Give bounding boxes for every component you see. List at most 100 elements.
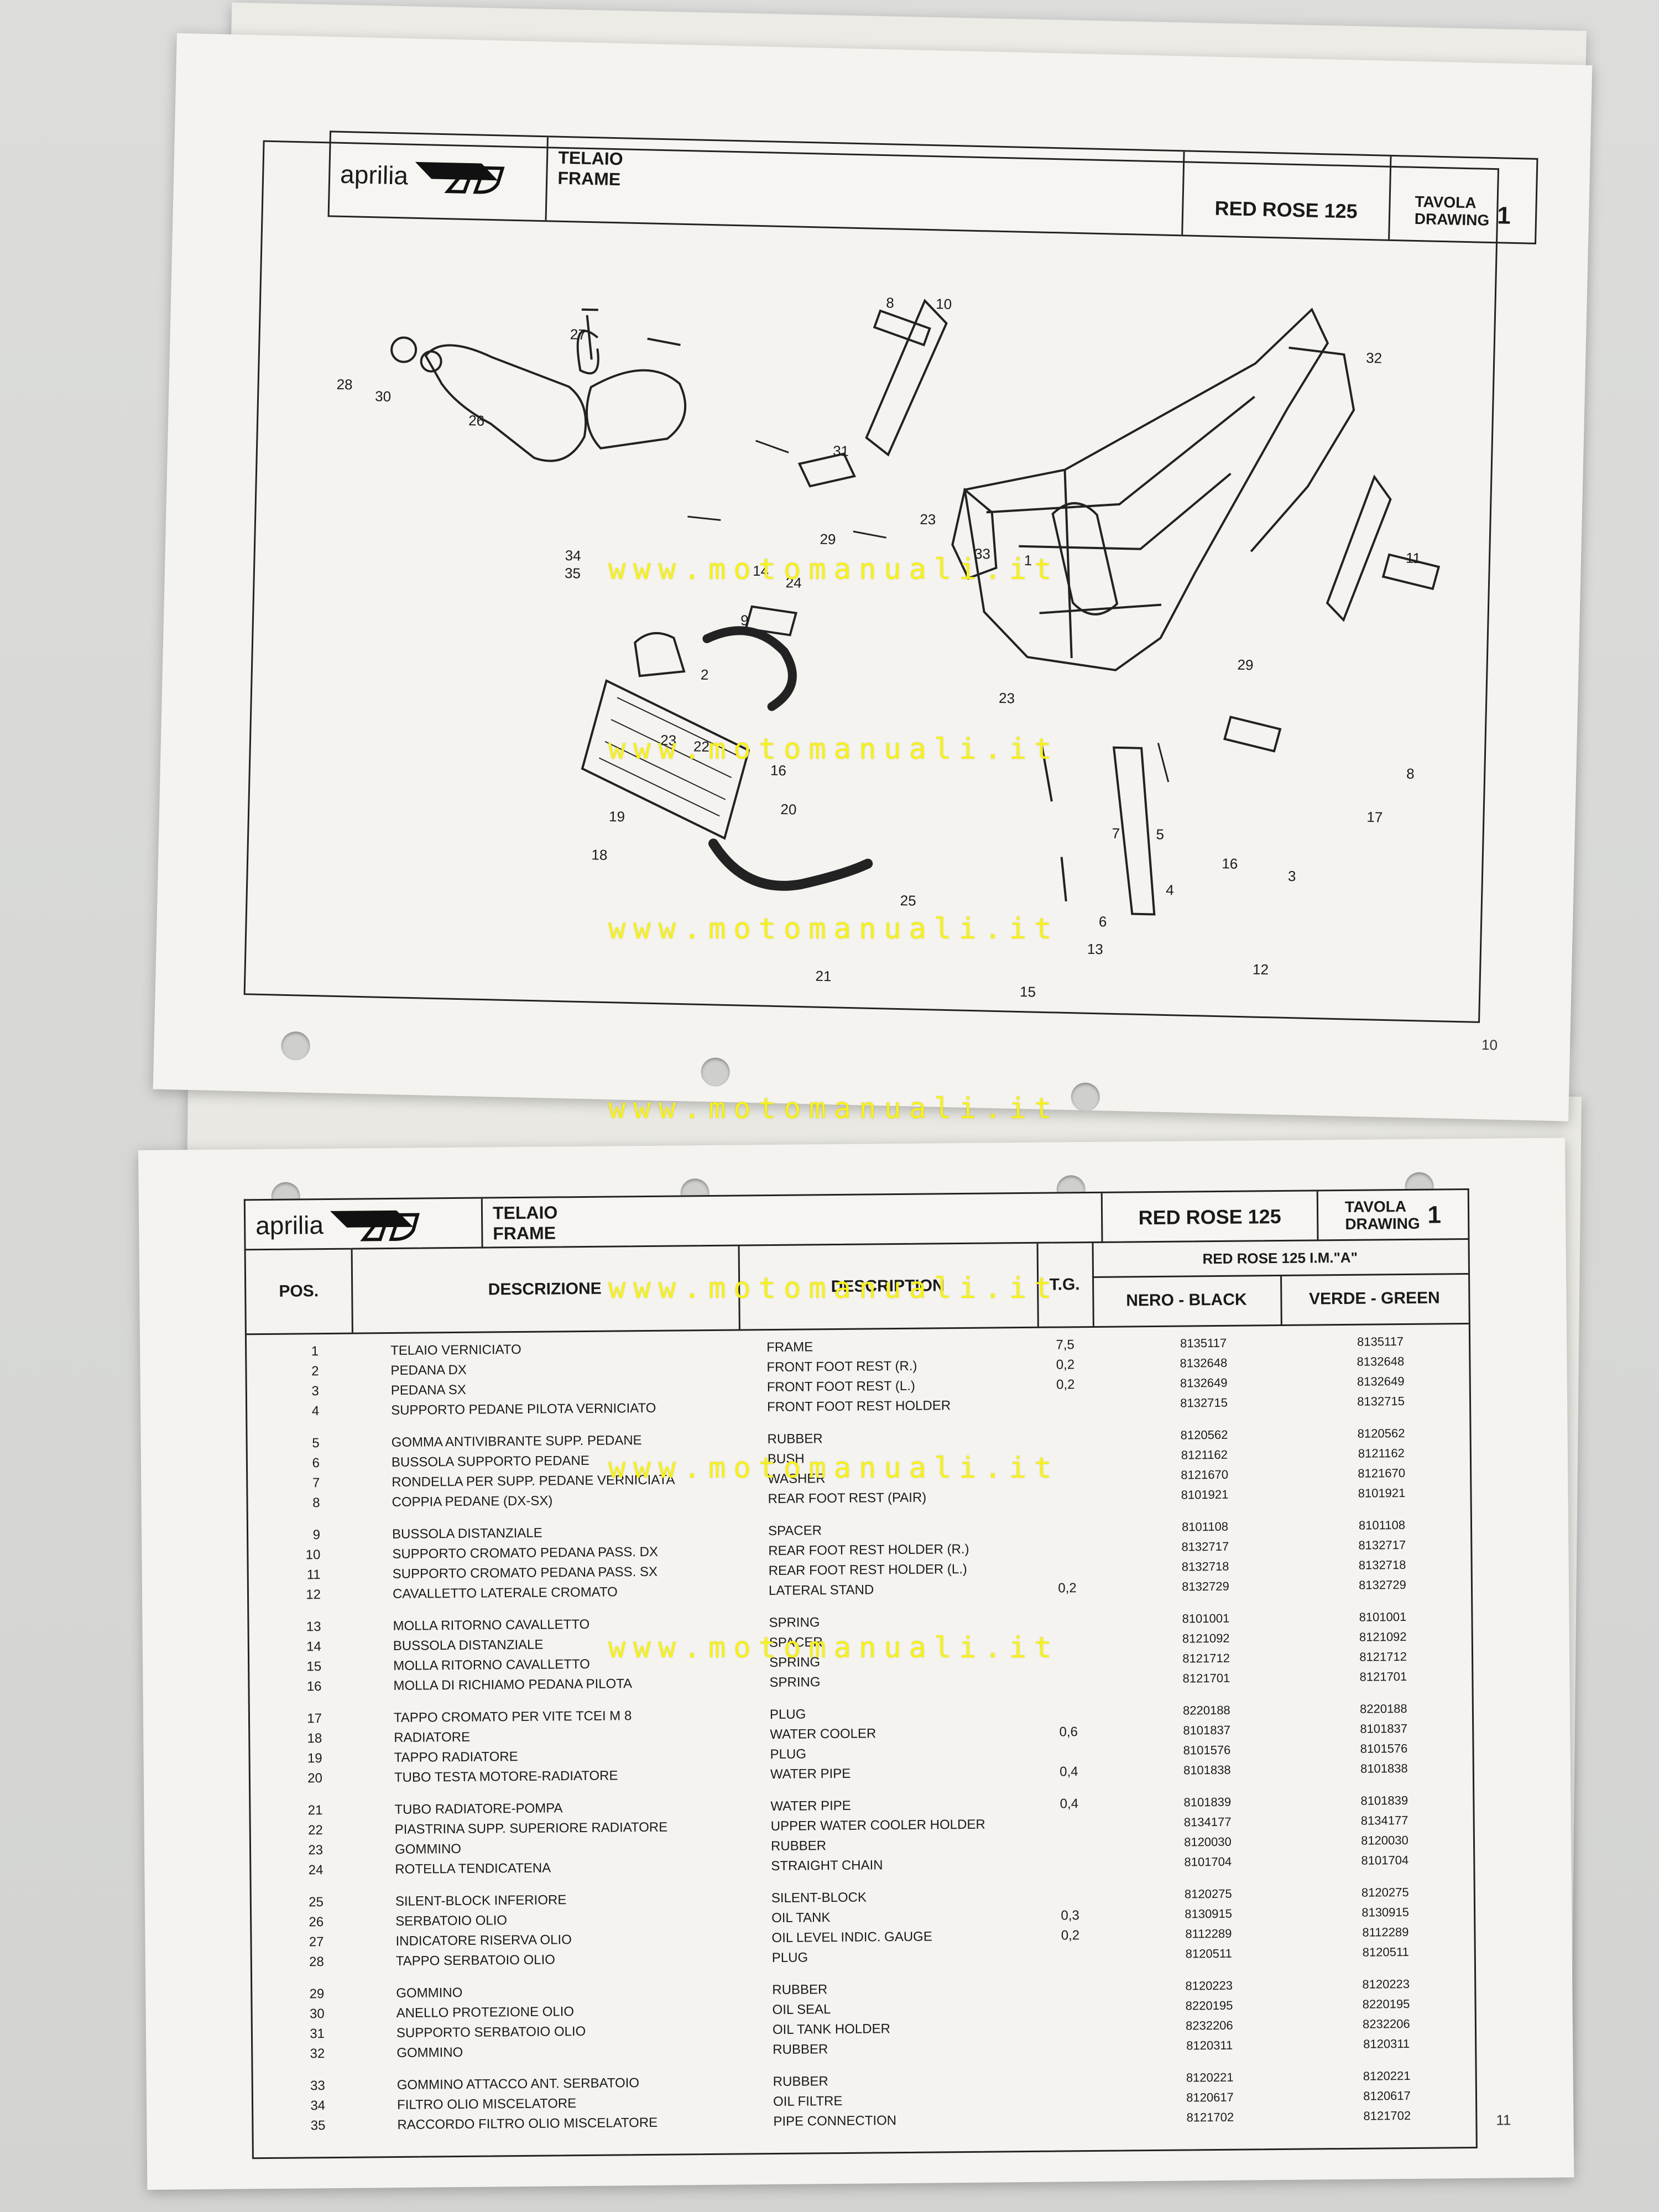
callout-27: 27 (570, 326, 587, 343)
part-number-green-cell: 8135117 (1357, 1334, 1404, 1349)
binder-hole (280, 1031, 311, 1061)
page-number: 10 (1481, 1036, 1498, 1053)
descrizione-cell: INDICATORE RISERVA OLIO (395, 1932, 572, 1949)
frame-exploded-view (390, 299, 1441, 916)
drawing-number-cell: TAVOLA DRAWING 1 (1318, 1190, 1468, 1241)
tg-cell: 0,3 (1061, 1908, 1079, 1923)
descrizione-cell: FILTRO OLIO MISCELATORE (397, 2096, 577, 2112)
part-number-green-cell: 8220188 (1359, 1702, 1407, 1716)
part-number-black-cell: 8232206 (1185, 2018, 1233, 2033)
callout-29: 29 (820, 530, 836, 548)
descrizione-cell: BUSSOLA DISTANZIALE (392, 1525, 542, 1542)
part-number-green-cell: 8101001 (1359, 1610, 1407, 1624)
pos-cell: 14 (306, 1639, 321, 1655)
part-number-black-cell: 8132649 (1180, 1375, 1228, 1390)
pos-cell: 4 (311, 1404, 320, 1419)
pos-cell: 35 (310, 2118, 326, 2133)
callout-35: 35 (564, 565, 581, 582)
model-cell: RED ROSE 125 (1102, 1191, 1319, 1243)
callout-2: 2 (700, 666, 709, 684)
descrizione-cell: CAVALLETTO LATERALE CROMATO (392, 1584, 618, 1602)
drawing-number: 1 (1496, 202, 1511, 229)
description-cell: REAR FOOT REST (PAIR) (768, 1490, 927, 1507)
aprilia-logo: aprilia (255, 1204, 472, 1245)
callout-29b: 29 (1237, 656, 1254, 674)
pos-cell: 26 (309, 1914, 324, 1930)
part-number-green-cell: 8101839 (1360, 1793, 1408, 1808)
binder-hole (1071, 1082, 1100, 1112)
pos-cell: 25 (309, 1895, 324, 1910)
descrizione-cell: PEDANA DX (390, 1362, 467, 1379)
part-number-black-cell: 8121702 (1186, 2110, 1234, 2125)
tg-cell (1047, 1816, 1092, 1817)
part-number-black-cell: 8120030 (1184, 1834, 1232, 1849)
pos-cell: 23 (308, 1843, 324, 1858)
description-cell: PLUG (769, 1707, 806, 1723)
callout-4: 4 (1165, 881, 1175, 899)
tg-cell: 7,5 (1056, 1337, 1074, 1353)
part-number-black-cell: 8120275 (1184, 1886, 1232, 1901)
radiator-part (581, 679, 750, 840)
side-stand-part (1112, 746, 1156, 916)
descrizione-cell: SUPPORTO PEDANE PILOTA VERNICIATO (391, 1400, 656, 1418)
descrizione-cell: TUBO TESTA MOTORE-RADIATORE (394, 1768, 618, 1786)
pos-cell: 9 (312, 1527, 321, 1543)
drawing-label-en: DRAWING (1345, 1214, 1420, 1233)
descrizione-cell: PIASTRINA SUPP. SUPERIORE RADIATORE (394, 1819, 668, 1837)
description-cell: REAR FOOT REST HOLDER (R.) (768, 1541, 969, 1559)
part-number-green-cell: 8134177 (1360, 1813, 1408, 1828)
callout-19: 19 (608, 808, 625, 825)
front-footpeg-part (744, 605, 798, 637)
part-number-green-cell: 8120223 (1362, 1976, 1410, 1991)
watermark: www.motomanuali.it (608, 1092, 1060, 1125)
part-number-black-cell: 8132729 (1182, 1579, 1229, 1594)
part-number-green-cell: 8121702 (1363, 2108, 1411, 2123)
watermark: www.motomanuali.it (608, 1452, 1060, 1485)
part-number-green-cell: 8120221 (1363, 2068, 1411, 2083)
part-number-black-cell: 8132715 (1180, 1395, 1228, 1410)
description-cell: UPPER WATER COOLER HOLDER (770, 1817, 985, 1834)
callout-18: 18 (591, 846, 608, 864)
pos-cell: 24 (308, 1863, 324, 1878)
descrizione-cell: SUPPORTO CROMATO PEDANA PASS. DX (392, 1544, 659, 1562)
description-cell: OIL LEVEL INDIC. GAUGE (771, 1929, 932, 1946)
part-number-green-cell: 8132717 (1358, 1538, 1406, 1552)
callout-28: 28 (336, 375, 353, 393)
callout-8-top: 8 (885, 294, 895, 311)
descrizione-cell: ROTELLA TENDICATENA (395, 1860, 551, 1877)
descrizione-cell: TAPPO CROMATO PER VITE TCEI M 8 (393, 1708, 632, 1726)
descrizione-cell: ANELLO PROTEZIONE OLIO (396, 2004, 575, 2021)
part-number-black-cell: 8121701 (1182, 1671, 1230, 1686)
part-number-green-cell: 8121092 (1359, 1630, 1407, 1644)
tg-cell: 0,4 (1060, 1796, 1079, 1812)
descrizione-cell: BUSSOLA SUPPORTO PEDANE (391, 1453, 589, 1470)
part-number-green-cell: 8101576 (1360, 1741, 1408, 1756)
descrizione-cell: SUPPORTO SERBATOIO OLIO (396, 2023, 586, 2041)
part-number-green-cell: 8130915 (1361, 1905, 1410, 1919)
part-number-black-cell: 8101839 (1183, 1794, 1232, 1809)
part-number-black-cell: 8101837 (1183, 1723, 1231, 1738)
tg-cell (1046, 1672, 1090, 1673)
tg-cell (1044, 1429, 1088, 1430)
descrizione-cell: TELAIO VERNICIATO (390, 1342, 521, 1359)
tg-cell: 0,6 (1059, 1724, 1078, 1740)
part-number-black-cell: 8121092 (1182, 1631, 1230, 1646)
oil-gauge-part (576, 308, 599, 374)
callout-25: 25 (900, 892, 917, 909)
pos-cell: 10 (305, 1547, 321, 1563)
description-cell: RUBBER (773, 2042, 828, 2058)
col-green: VERDE - GREEN (1308, 1288, 1440, 1308)
descrizione-cell: TAPPO RADIATORE (394, 1749, 518, 1766)
part-number-green-cell: 8101838 (1360, 1761, 1408, 1776)
description-cell: OIL TANK HOLDER (772, 2021, 890, 2038)
description-cell: PIPE CONNECTION (773, 2113, 897, 2130)
part-number-black-cell: 8220195 (1185, 1998, 1233, 2013)
part-number-black-cell: 8120221 (1186, 2070, 1234, 2085)
drawing-number: 1 (1427, 1201, 1442, 1229)
aprilia-mark-icon (330, 1210, 420, 1241)
part-number-green-cell: 8120617 (1363, 2088, 1411, 2103)
pos-cell: 3 (311, 1384, 319, 1399)
descrizione-cell: SUPPORTO CROMATO PEDANA PASS. SX (392, 1564, 658, 1582)
description-cell: WATER COOLER (770, 1726, 877, 1743)
part-number-green-cell: 8120275 (1361, 1885, 1409, 1900)
